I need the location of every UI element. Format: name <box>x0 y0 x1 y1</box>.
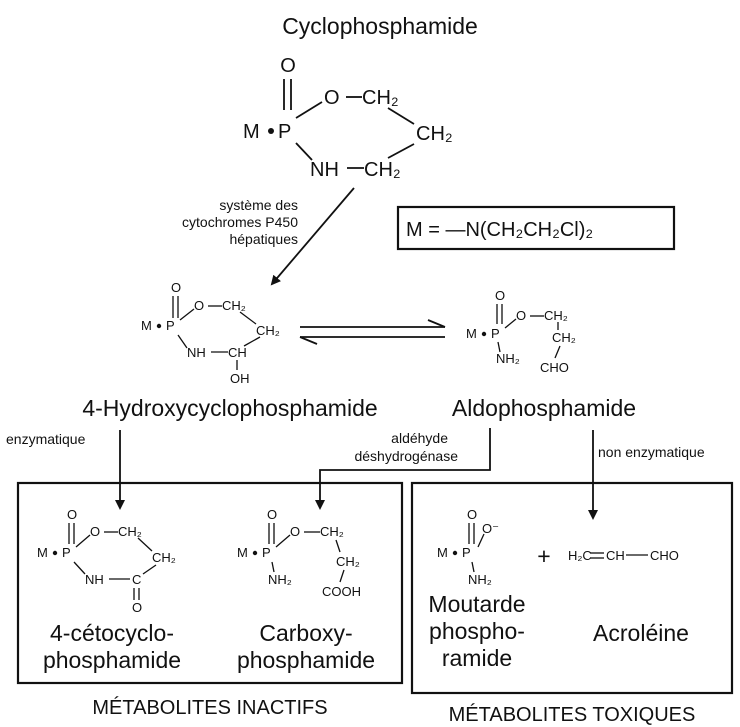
svg-text:P: P <box>262 545 271 560</box>
name-aldo: Aldophosphamide <box>452 395 636 421</box>
arrow-aldehyde <box>315 428 491 510</box>
svg-text:O: O <box>467 507 477 522</box>
equilibrium-arrows <box>299 319 446 345</box>
label-non-enzymatique: non enzymatique <box>598 444 705 460</box>
svg-text:O: O <box>132 600 142 615</box>
svg-text:P: P <box>166 318 175 333</box>
svg-text:COOH: COOH <box>322 584 361 599</box>
svg-text:NH₂: NH₂ <box>468 572 492 587</box>
svg-text:CH₂: CH₂ <box>544 308 568 323</box>
svg-text:O⁻: O⁻ <box>482 521 499 536</box>
svg-text:4-cétocyclo-: 4-cétocyclo- <box>50 620 174 646</box>
svg-text:M: M <box>237 545 248 560</box>
cyclophosphamide-structure: O M P O CH₂ CH₂ NH CH₂ <box>243 55 453 181</box>
svg-text:CHO: CHO <box>650 548 679 563</box>
svg-text:phospho-: phospho- <box>429 618 525 644</box>
name-hydroxy: 4-Hydroxycyclophosphamide <box>82 395 377 421</box>
svg-text:O: O <box>495 288 505 303</box>
svg-text:CH₂: CH₂ <box>362 87 399 109</box>
name-ceto: 4-cétocyclo- phosphamide <box>43 620 181 673</box>
svg-text:M: M <box>37 545 48 560</box>
svg-text:M: M <box>141 318 152 333</box>
label-toxic-metabolites: MÉTABOLITES TOXIQUES <box>449 703 696 726</box>
aldo-structure: O M P O CH₂ CH₂ NH₂ CHO <box>466 288 576 375</box>
svg-text:O: O <box>90 524 100 539</box>
svg-text:CH₂: CH₂ <box>552 330 576 345</box>
ceto-structure: O M P O CH₂ CH₂ NH C O <box>37 507 176 615</box>
svg-text:O: O <box>290 524 300 539</box>
svg-text:CH₂: CH₂ <box>336 554 360 569</box>
label-deshydrogenase: déshydrogénase <box>354 448 458 464</box>
svg-text:O: O <box>171 280 181 295</box>
name-acroleine: Acroléine <box>593 620 689 646</box>
svg-text:M: M <box>466 326 477 341</box>
m-definition-box <box>396 205 676 251</box>
svg-text:NH₂: NH₂ <box>496 351 520 366</box>
svg-text:H₂C: H₂C <box>568 548 592 563</box>
svg-text:NH: NH <box>85 572 104 587</box>
svg-text:O: O <box>516 308 526 323</box>
mustard-structure: O O⁻ M P NH₂ <box>437 507 499 587</box>
svg-text:P: P <box>462 545 471 560</box>
arrow-p450 <box>270 187 355 286</box>
svg-text:O: O <box>267 507 277 522</box>
svg-text:P: P <box>62 545 71 560</box>
svg-text:NH: NH <box>187 345 206 360</box>
plus-sign: + <box>537 543 550 569</box>
title-cyclophosphamide: Cyclophosphamide <box>282 13 478 39</box>
svg-text:O: O <box>280 55 296 77</box>
svg-text:CH₂: CH₂ <box>152 550 176 565</box>
svg-text:CH₂: CH₂ <box>118 524 142 539</box>
acrolein-formula: H₂C CH CHO <box>568 548 679 563</box>
svg-text:P: P <box>491 326 500 341</box>
svg-text:hépatiques: hépatiques <box>229 231 298 247</box>
svg-text:phosphamide: phosphamide <box>237 647 375 673</box>
name-carboxy: Carboxy- phosphamide <box>237 620 375 673</box>
enzyme-p450-label: système des cytochromes P450 hépatiques <box>182 197 298 247</box>
carboxy-structure: O M P O CH₂ CH₂ NH₂ COOH <box>237 507 361 599</box>
svg-text:CH₂: CH₂ <box>222 298 246 313</box>
svg-text:C: C <box>132 572 141 587</box>
svg-text:M: M <box>437 545 448 560</box>
svg-text:cytochromes P450: cytochromes P450 <box>182 214 298 230</box>
svg-text:CH₂: CH₂ <box>256 323 280 338</box>
svg-text:O: O <box>67 507 77 522</box>
svg-text:CH: CH <box>228 345 247 360</box>
svg-text:P: P <box>278 121 291 143</box>
svg-text:phosphamide: phosphamide <box>43 647 181 673</box>
svg-text:ramide: ramide <box>442 645 512 671</box>
svg-text:CH₂: CH₂ <box>416 123 453 145</box>
inactive-metabolites-box <box>16 481 404 685</box>
svg-text:Carboxy-: Carboxy- <box>259 620 352 646</box>
hydroxy-structure: O M P O CH₂ CH₂ NH CH OH <box>141 280 280 386</box>
svg-text:CH₂: CH₂ <box>320 524 344 539</box>
svg-text:CH: CH <box>606 548 625 563</box>
label-inactive-metabolites: MÉTABOLITES INACTIFS <box>92 696 327 719</box>
toxic-metabolites-box <box>410 481 734 695</box>
svg-text:CHO: CHO <box>540 360 569 375</box>
label-aldehyde: aldéhyde <box>391 430 448 446</box>
svg-text:NH: NH <box>310 159 339 181</box>
svg-text:CH₂: CH₂ <box>364 159 401 181</box>
svg-text:NH₂: NH₂ <box>268 572 292 587</box>
svg-text:OH: OH <box>230 371 250 386</box>
name-moutarde: Moutarde phospho- ramide <box>428 591 525 671</box>
svg-text:M: M <box>243 121 260 143</box>
svg-text:O: O <box>324 87 340 109</box>
svg-text:système des: système des <box>219 197 298 213</box>
label-enzymatique: enzymatique <box>6 431 86 447</box>
m-definition: M = —N(CH₂CH₂Cl)₂ <box>406 219 593 241</box>
svg-text:O: O <box>194 298 204 313</box>
svg-text:Moutarde: Moutarde <box>428 591 525 617</box>
